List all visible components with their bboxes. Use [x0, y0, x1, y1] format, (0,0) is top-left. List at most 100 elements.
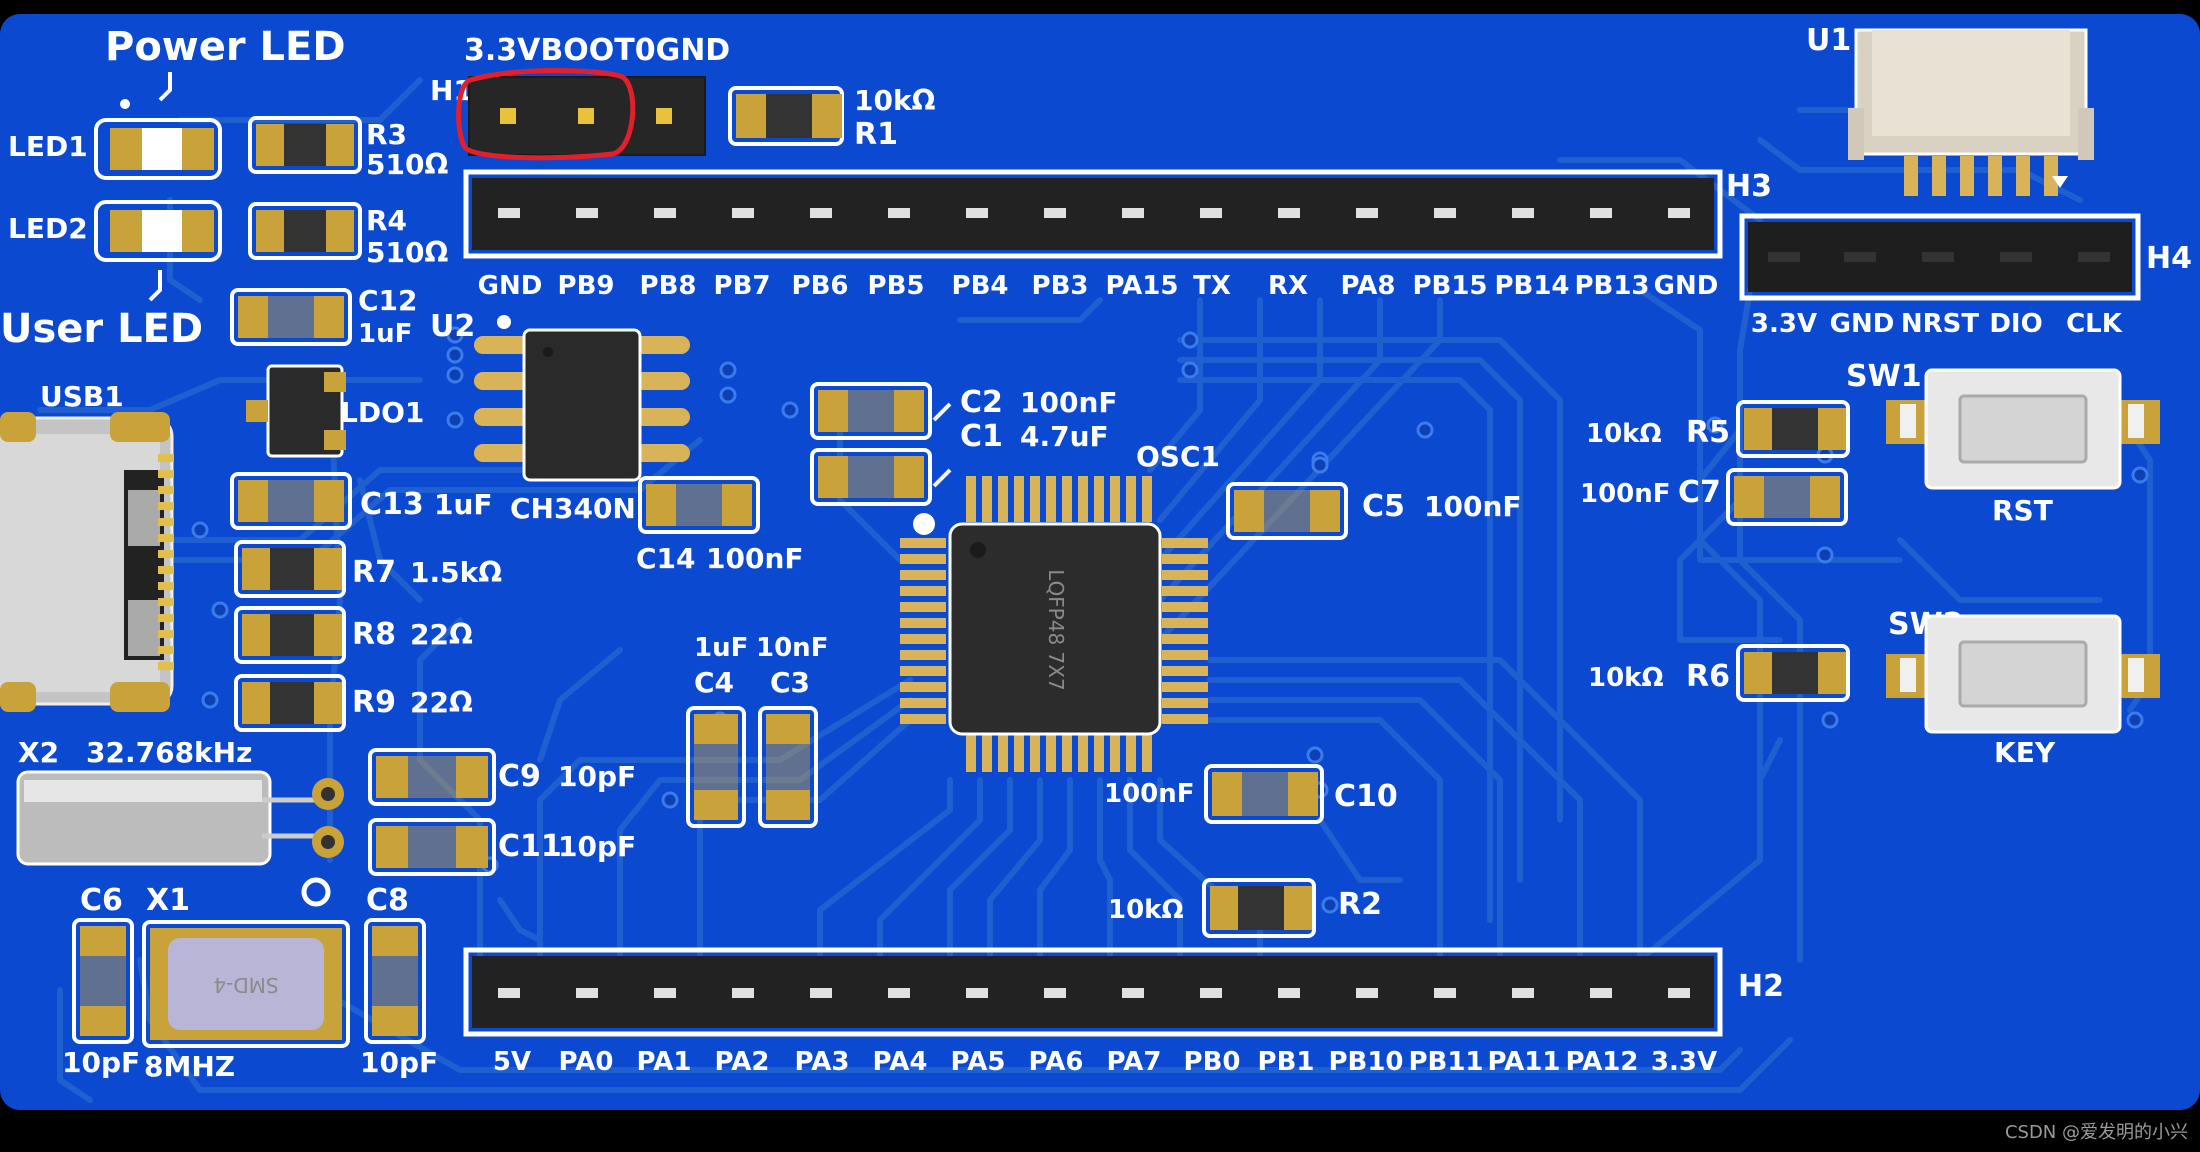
osc1-label: OSC1: [1136, 440, 1220, 473]
h2-pin-6: PA5: [951, 1047, 1006, 1077]
led2: [94, 200, 222, 262]
x1-package-mark: SMD-4: [213, 973, 278, 997]
h3-pin-7: PB3: [1032, 271, 1089, 301]
led1: [94, 118, 222, 180]
h3-pin-4: PB6: [792, 271, 849, 301]
c8-label: C8: [366, 883, 409, 918]
sw1-reset-button[interactable]: [1886, 368, 2160, 490]
x1-crystal: [142, 920, 350, 1048]
c2-label: C2: [960, 385, 1003, 420]
mcu-lqfp48-chip: [900, 476, 1208, 772]
ch340n-chip: [474, 328, 690, 482]
c5-label: C5: [1362, 489, 1405, 524]
h3-pin-0: GND: [478, 271, 543, 301]
r8-label: R8: [352, 617, 396, 652]
c5-value: 100nF: [1424, 490, 1522, 523]
c2-capacitor: [810, 382, 932, 440]
r8-resistor: [234, 606, 346, 664]
r2-resistor: [1202, 878, 1316, 938]
r6-resistor: [1736, 644, 1850, 702]
c9-value: 10pF: [558, 760, 636, 793]
h3-pin-labels: GND PB9 PB8 PB7 PB6 PB5 PB4 PB3 PA15 TX …: [478, 271, 1719, 301]
h3-pin-3: PB7: [714, 271, 771, 301]
r2-value: 10kΩ: [1108, 895, 1184, 925]
h2-pin-7: PA6: [1029, 1047, 1084, 1077]
h4-label: H4: [2146, 241, 2192, 276]
u1-connector: [1848, 28, 2094, 196]
h4-pin-2: NRST: [1901, 309, 1980, 339]
c1-capacitor: [810, 448, 932, 506]
c10-capacitor: [1204, 764, 1324, 824]
r1-value: 10kΩ: [854, 84, 936, 117]
sw2-key-button[interactable]: [1886, 614, 2160, 734]
c4-label: C4: [694, 666, 734, 699]
x2-crystal: [16, 770, 344, 866]
h3-pin-1: PB9: [558, 271, 615, 301]
power-led-pointer: [158, 72, 172, 102]
led2-label: LED2: [8, 212, 88, 245]
h4-pin-1: GND: [1830, 309, 1895, 339]
c3-capacitor: [758, 706, 818, 828]
key-label: KEY: [1994, 736, 2056, 769]
r9-resistor: [234, 674, 346, 732]
h2-pin-labels: 5V PA0 PA1 PA2 PA3 PA4 PA5 PA6 PA7 PB0 P…: [493, 1047, 1717, 1077]
c8-value: 10pF: [360, 1046, 438, 1079]
c14-capacitor: [638, 476, 760, 534]
usb1-label: USB1: [40, 380, 124, 413]
c7-label: C7: [1678, 475, 1721, 510]
h2-label: H2: [1738, 969, 1784, 1004]
ch340n-label: CH340N: [510, 492, 636, 525]
c12-value: 1uF: [358, 319, 412, 349]
h3-pin-10: RX: [1268, 271, 1308, 301]
c3-label: C3: [770, 666, 810, 699]
c3-value: 10nF: [756, 633, 828, 663]
rst-label: RST: [1992, 494, 2053, 527]
r7-resistor: [234, 540, 346, 598]
r3-resistor: [248, 116, 362, 174]
r2-label: R2: [1338, 887, 1382, 922]
mcu-pin1-marker: [913, 513, 935, 535]
c4-capacitor: [686, 706, 746, 828]
h3-pin-14: PB13: [1574, 271, 1649, 301]
ldo1-label: LDO1: [340, 396, 424, 429]
h1-pin-labels: 3.3VBOOT0GND: [464, 33, 730, 68]
r9-value: 22Ω: [410, 686, 473, 719]
h4-pin-4: CLK: [2066, 309, 2123, 339]
c11-value: 10pF: [558, 830, 636, 863]
r6-value: 10kΩ: [1588, 663, 1664, 693]
r3-value: 510Ω: [366, 148, 448, 181]
c5-capacitor: [1226, 482, 1348, 540]
c12-label: C12: [358, 284, 418, 317]
h4-pin-labels: 3.3V GND NRST DIO CLK: [1751, 309, 2123, 339]
r5-resistor: [1736, 400, 1850, 458]
c4-value: 1uF: [694, 633, 748, 663]
h2-pin-4: PA3: [795, 1047, 850, 1077]
r4-resistor: [248, 202, 362, 260]
h4-pin-0: 3.3V: [1751, 309, 1817, 339]
h4-swd-header: [1739, 213, 2141, 301]
c6-capacitor: [72, 918, 134, 1044]
h4-pin-3: DIO: [1989, 309, 2042, 339]
h2-pin-10: PB1: [1258, 1047, 1315, 1077]
c2-value: 100nF: [1020, 386, 1118, 419]
r9-label: R9: [352, 685, 396, 720]
r5-label: R5: [1686, 415, 1730, 450]
x1-value: 8MHZ: [144, 1050, 235, 1083]
h2-pin-header: [463, 947, 1723, 1037]
u2-label: U2: [430, 309, 475, 344]
c10-value: 100nF: [1104, 779, 1195, 809]
user-led-pointer: [148, 270, 162, 302]
h2-pin-13: PA11: [1488, 1047, 1561, 1077]
copper-traces: [37, 77, 2153, 1103]
u1-label: U1: [1806, 23, 1851, 58]
h2-pin-5: PA4: [873, 1047, 928, 1077]
h3-pin-2: PB8: [640, 271, 697, 301]
x2-label: X2: [18, 736, 59, 769]
r8-value: 22Ω: [410, 618, 473, 651]
r7-value: 1.5kΩ: [410, 556, 502, 589]
ldo1-regulator: [246, 364, 346, 458]
h3-pin-6: PB4: [952, 271, 1009, 301]
h3-label: H3: [1726, 169, 1772, 204]
